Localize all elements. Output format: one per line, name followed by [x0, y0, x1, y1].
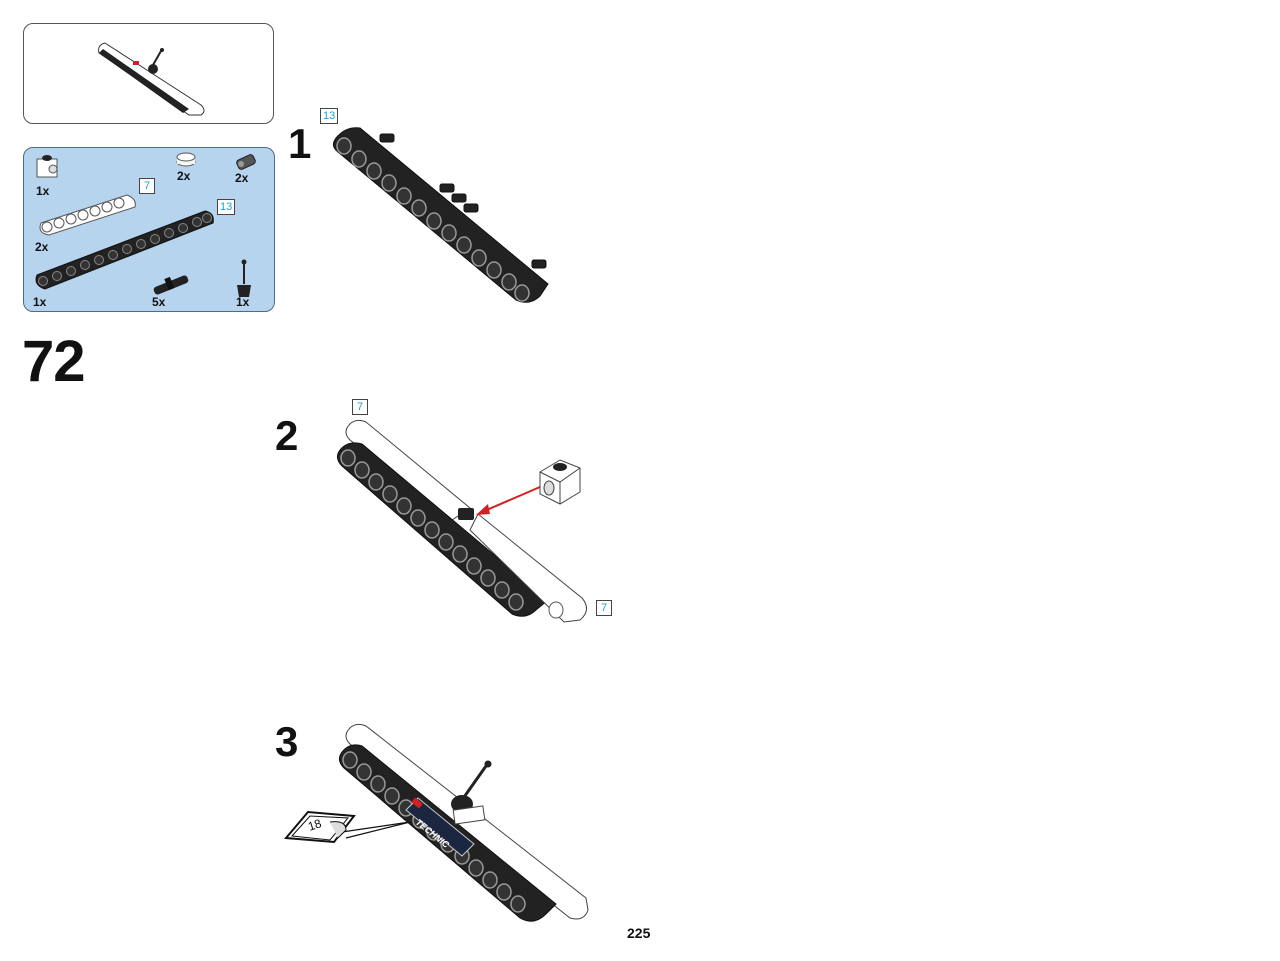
page-number: 225 [627, 925, 651, 941]
parts-illustrations [35, 152, 256, 297]
substep-3-illustration [283, 723, 589, 922]
parts-qty: 2x [35, 240, 49, 254]
model-preview-box [23, 23, 274, 124]
model-preview-image [98, 42, 205, 116]
length-tag: 7 [596, 600, 612, 616]
length-tag: 7 [352, 399, 368, 415]
parts-qty: 1x [236, 295, 250, 309]
axle-pin-connector-icon [236, 154, 256, 170]
substep-number: 3 [275, 718, 299, 765]
parts-qty: 5x [152, 295, 166, 309]
parts-list-box: 1x 2x 2x 2x 7 13 1x 5x 1x [23, 147, 275, 312]
substep-number: 1 [288, 120, 312, 167]
beam-7-icon [39, 194, 136, 236]
round-tile-icon [176, 152, 196, 167]
parts-qty: 2x [177, 169, 191, 183]
substep-2-illustration [336, 419, 587, 623]
parts-qty: 1x [36, 184, 50, 198]
technic-brick-icon [36, 155, 58, 178]
parts-qty: 2x [235, 171, 249, 185]
parts-qty: 1x [33, 295, 47, 309]
length-tag: 13 [217, 199, 236, 215]
technic-pin-icon [153, 275, 189, 295]
joystick-icon [237, 259, 251, 297]
beam-13-icon [35, 210, 214, 290]
substep-number: 2 [275, 412, 299, 459]
substep-1-illustration [332, 127, 549, 303]
length-tag: 13 [320, 108, 339, 124]
length-tag: 7 [139, 178, 155, 194]
page-step-number: 72 [22, 329, 86, 394]
